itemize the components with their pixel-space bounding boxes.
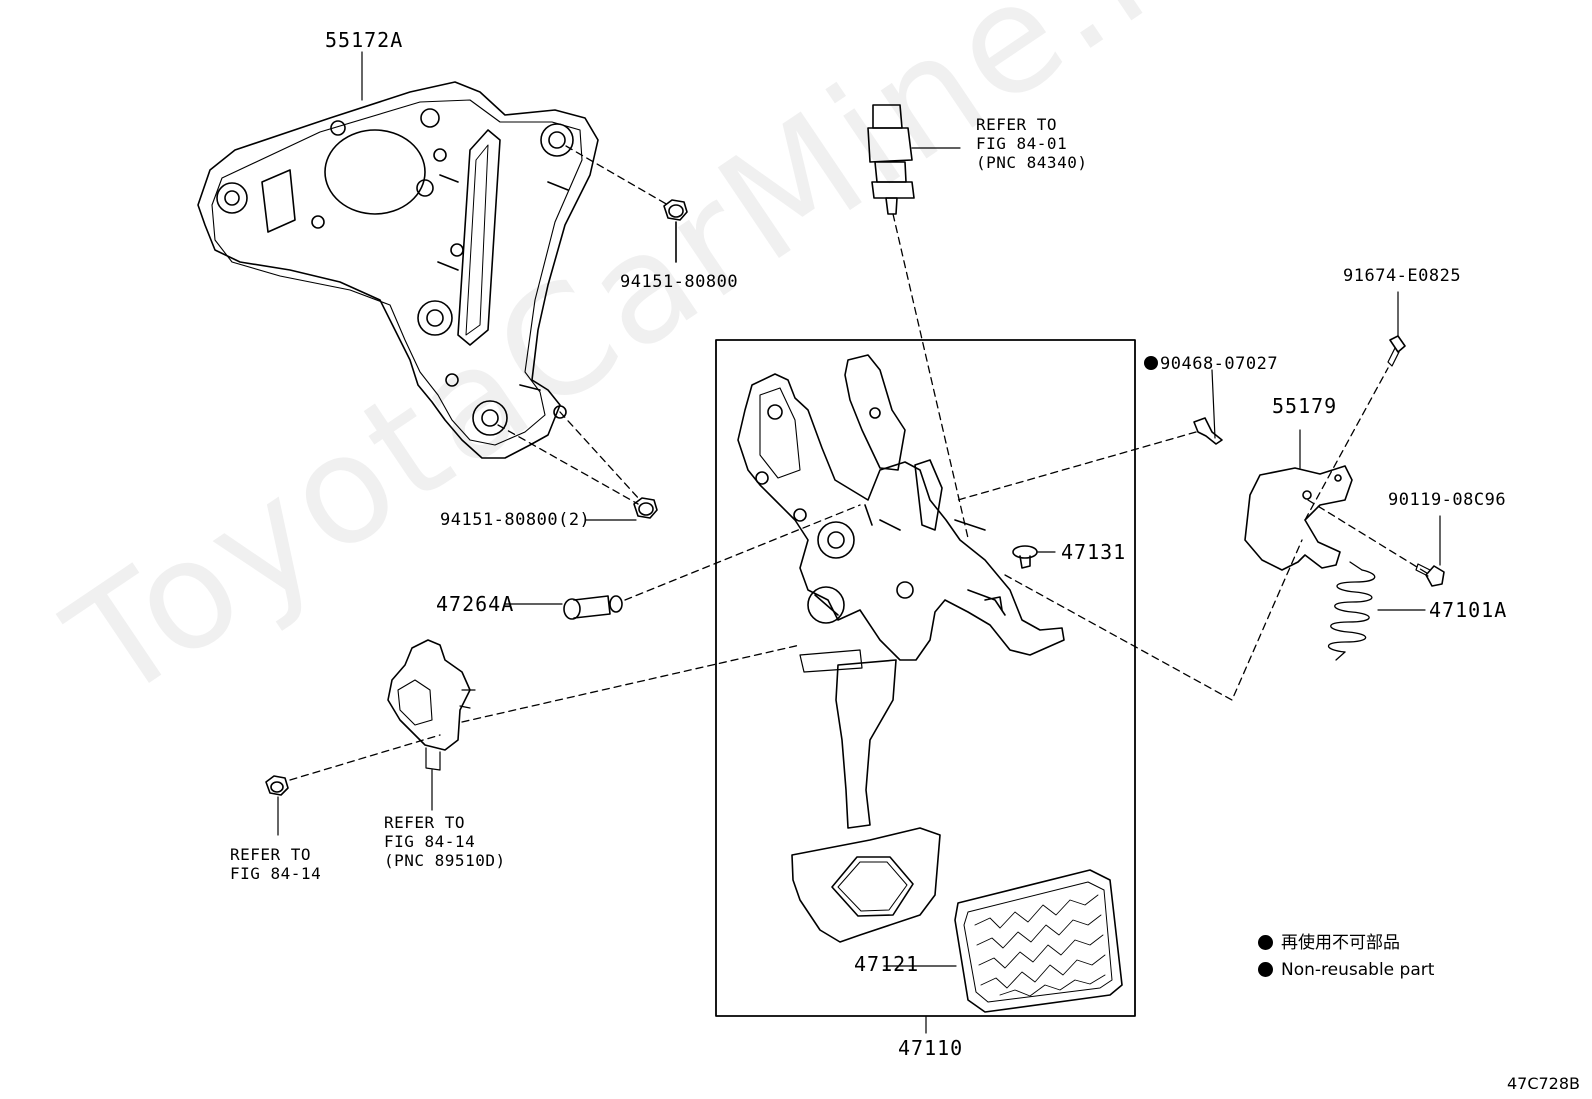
label-94151-80800: 94151-80800	[620, 272, 739, 292]
bolt-91674	[1387, 291, 1406, 367]
bolt-90119	[1415, 515, 1445, 587]
pedal-stroke-sensor	[387, 639, 476, 811]
label-47264A: 47264A	[436, 592, 515, 616]
ref-sensor-line3: (PNC 89510D)	[384, 851, 506, 870]
nut-94151-top	[663, 199, 688, 263]
label-47121: 47121	[854, 952, 920, 976]
stop-light-switch	[867, 104, 961, 215]
legend-row-en: Non-reusable part	[1258, 957, 1434, 984]
assembly-box-47110	[715, 339, 1136, 1017]
return-spring-47101A	[1327, 561, 1426, 661]
figure-id: 47C728B	[1506, 1074, 1580, 1093]
label-47131: 47131	[1061, 540, 1127, 564]
ref-sensor-line2: FIG 84-14	[384, 832, 476, 851]
nut-94151-lower	[633, 497, 658, 519]
brake-pedal-assembly	[737, 354, 1065, 943]
pedal-pad-47121	[883, 869, 1123, 1013]
legend-dot-icon	[1258, 962, 1273, 977]
label-55172A: 55172A	[325, 28, 404, 52]
label-91674-E0825: 91674-E0825	[1343, 266, 1462, 286]
legend: 再使用不可部品 Non-reusable part	[1258, 930, 1434, 984]
label-55179: 55179	[1272, 394, 1338, 418]
label-90468-07027: 90468-07027	[1144, 354, 1278, 374]
ref-nut-line2: FIG 84-14	[230, 864, 322, 883]
clip-90468	[1193, 369, 1223, 445]
legend-en-text: Non-reusable part	[1281, 960, 1435, 980]
non-reusable-dot-icon	[1144, 356, 1158, 370]
label-90468-text: 90468-07027	[1160, 354, 1279, 374]
ref-stop-switch-line1: REFER TO	[976, 115, 1058, 134]
ref-stop-switch-line3: (PNC 84340)	[976, 153, 1088, 172]
label-47110: 47110	[898, 1036, 964, 1060]
ref-stop-switch-line2: FIG 84-01	[976, 134, 1068, 153]
ref-nut-line1: REFER TO	[230, 845, 312, 864]
label-90119-08C96: 90119-08C96	[1388, 490, 1507, 510]
bracket-55179	[1244, 429, 1353, 571]
label-94151-80800-2: 94151-80800(2)	[440, 510, 591, 530]
nut-sensor	[265, 775, 289, 836]
clip-47131	[1012, 545, 1056, 569]
legend-jp-text: 再使用不可部品	[1281, 933, 1400, 953]
legend-dot-icon	[1258, 935, 1273, 950]
bracket-plate-55172A	[197, 81, 599, 459]
label-47101A: 47101A	[1429, 598, 1508, 622]
legend-row-jp: 再使用不可部品	[1258, 930, 1434, 957]
ref-sensor-line1: REFER TO	[384, 813, 466, 832]
pin-47264A	[504, 595, 623, 620]
